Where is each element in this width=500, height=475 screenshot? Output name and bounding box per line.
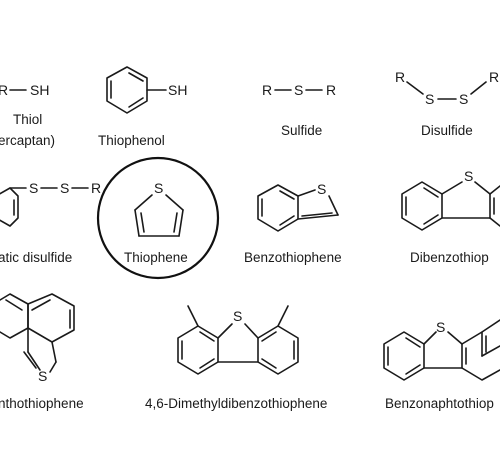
dibenzothiophene-structure: S: [401, 168, 500, 231]
disulfide-r1-atom: R: [395, 69, 405, 85]
sulfide-label: Sulfide: [281, 123, 322, 138]
disulfide-s1-atom: S: [425, 91, 434, 107]
benzothiophene-structure: S: [257, 181, 339, 232]
disulfide-r2-atom: R: [489, 69, 499, 85]
thiol-sh-atom: SH: [30, 82, 49, 98]
dibenzothiophene-label: Dibenzothiop: [410, 250, 489, 265]
thiophene-structure: S: [134, 180, 184, 237]
thiol-label: Thiol: [13, 112, 42, 127]
dimethyl-s-atom: S: [233, 308, 242, 324]
aromatic-s1-atom: S: [29, 180, 38, 196]
benzonaphthothiophene-structure: S: [383, 319, 500, 381]
thiophenol-sh-atom: SH: [168, 82, 187, 98]
dibenzothiophene-s-atom: S: [464, 168, 473, 184]
thiophenol-structure: SH: [106, 66, 187, 114]
thiophene-highlight-circle: [96, 156, 220, 280]
naphthothiophene-s-atom: S: [38, 368, 47, 384]
aromatic-disulfide-label: atic disulfide: [0, 250, 72, 265]
benzonaphtho-s-atom: S: [436, 319, 445, 335]
aromatic-r-atom: R: [91, 180, 101, 196]
aromatic-s2-atom: S: [60, 180, 69, 196]
naphthothiophene-structure: S: [0, 293, 75, 384]
thiophene-s-atom: S: [154, 180, 163, 196]
thiophene-label: Thiophene: [124, 250, 188, 265]
disulfide-s2-atom: S: [459, 91, 468, 107]
thiol-structure: R SH: [0, 82, 49, 98]
benzothiophene-s-atom: S: [317, 181, 326, 197]
thiol-r-atom: R: [0, 82, 8, 98]
sulfide-r1-atom: R: [262, 82, 272, 98]
thiophenol-label: Thiophenol: [98, 133, 165, 148]
benzonaphthothiophene-label: Benzonaphtothiop: [385, 396, 494, 411]
disulfide-structure: R S S R: [395, 69, 499, 107]
dimethyldibenzothiophene-structure: S: [177, 305, 299, 375]
aromatic-disulfide-structure: S S R: [0, 180, 101, 227]
sulfide-r2-atom: R: [326, 82, 336, 98]
sulfide-s-atom: S: [294, 82, 303, 98]
dimethyldibenzothiophene-label: 4,6-Dimethyldibenzothiophene: [145, 396, 327, 411]
mercaptan-label: ercaptan): [0, 133, 55, 148]
disulfide-label: Disulfide: [421, 123, 473, 138]
benzothiophene-label: Benzothiophene: [244, 250, 342, 265]
naphthothiophene-label: nthothiophene: [0, 396, 84, 411]
sulfide-structure: R S R: [262, 82, 336, 98]
